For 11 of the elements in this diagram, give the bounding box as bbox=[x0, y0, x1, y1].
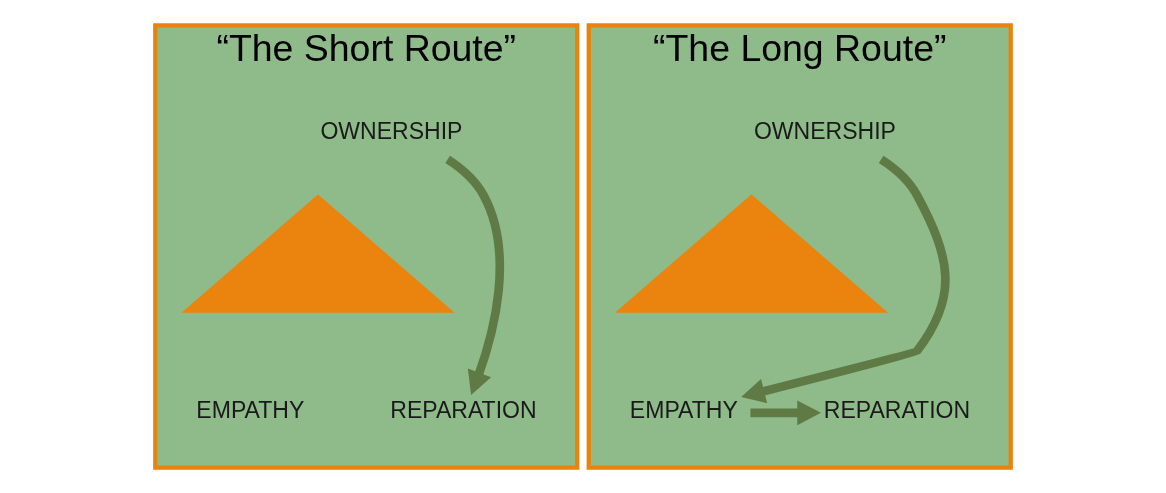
node-text: REPARATION bbox=[390, 397, 537, 424]
node-text: OWNERSHIP bbox=[753, 117, 896, 144]
arrow bbox=[750, 400, 821, 426]
node-text: EMPATHY bbox=[196, 397, 305, 424]
node-text: REPARATION bbox=[823, 397, 971, 424]
node-triangle bbox=[181, 194, 455, 313]
node-triangle bbox=[614, 194, 889, 313]
node-text: OWNERSHIP bbox=[320, 117, 463, 144]
arrow bbox=[741, 155, 950, 404]
node-text: EMPATHY bbox=[629, 397, 738, 424]
arrow bbox=[445, 155, 504, 395]
